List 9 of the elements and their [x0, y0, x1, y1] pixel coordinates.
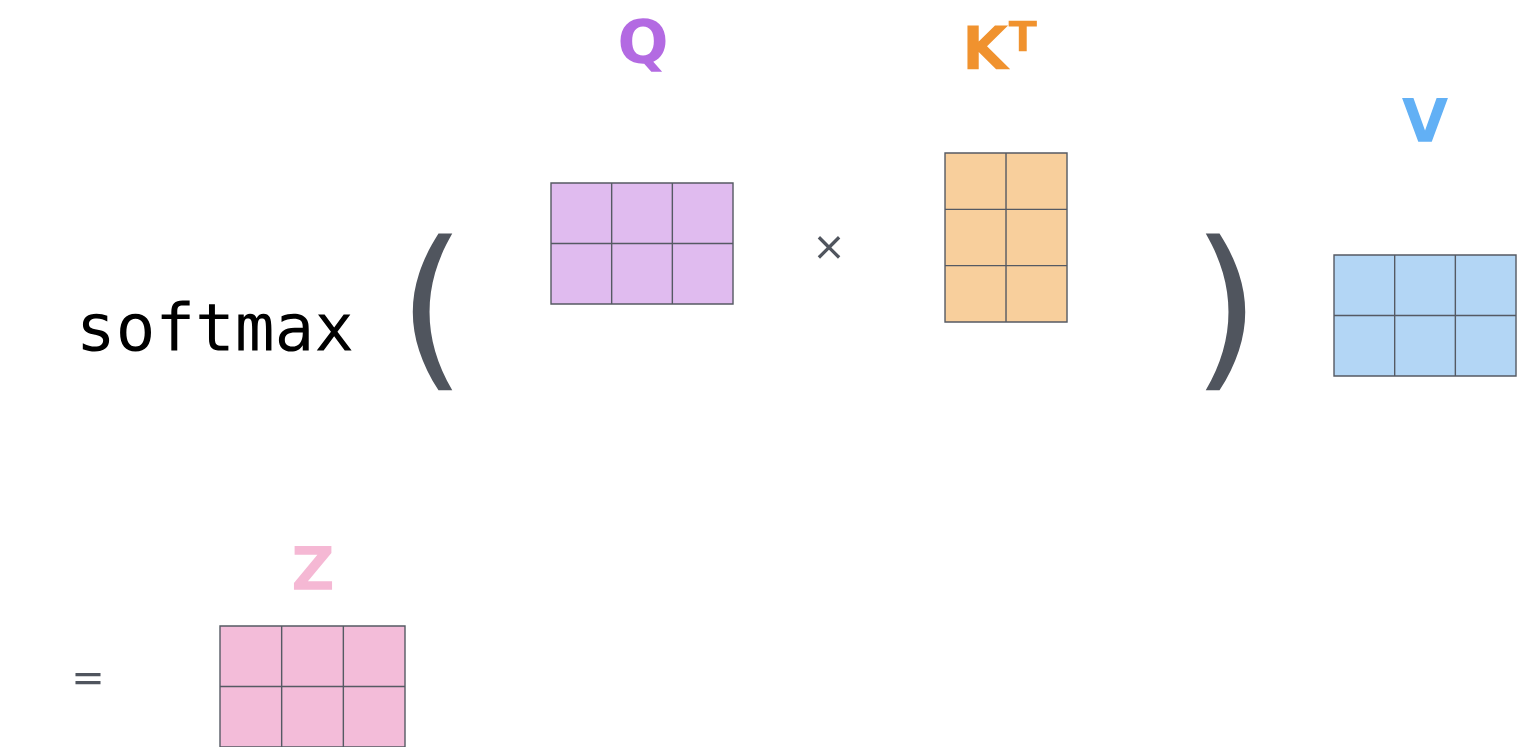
matrix-label: Z	[293, 546, 333, 590]
matrix-label: Q	[620, 18, 666, 72]
function-name: softmax	[82, 300, 352, 352]
matrix-label: V	[1402, 98, 1448, 142]
matrix-label: K$^{T}$	[967, 20, 1037, 70]
parenthesis: (	[412, 233, 453, 391]
operator: ×	[817, 236, 841, 259]
operator: =	[75, 672, 101, 685]
parenthesis: )	[1205, 233, 1246, 391]
